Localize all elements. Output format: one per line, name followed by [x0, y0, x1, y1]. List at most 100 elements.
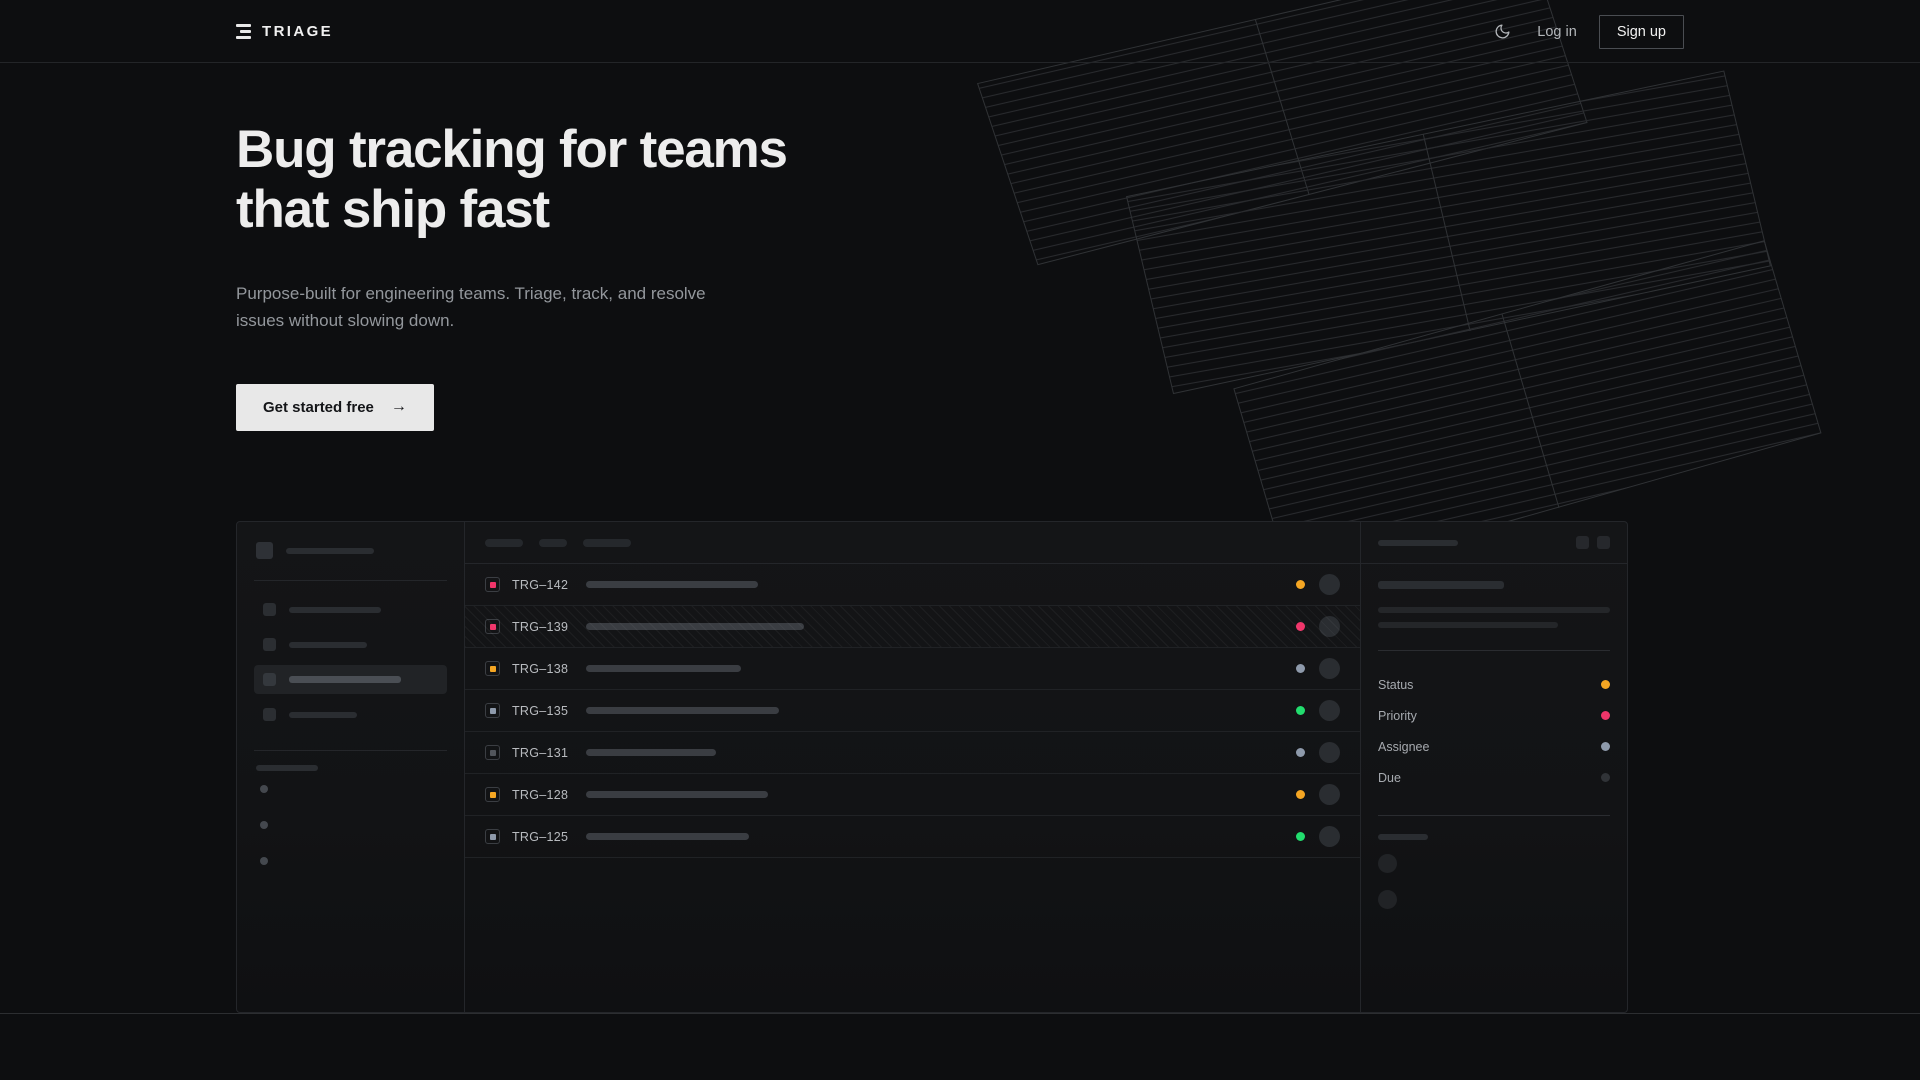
meta-row-due[interactable]: Due — [1378, 762, 1610, 793]
sidebar-mini-dot-icon — [260, 857, 268, 865]
meta-label: Priority — [1378, 708, 1417, 723]
issue-title-placeholder — [586, 665, 741, 672]
detail-divider — [1378, 650, 1610, 651]
status-dot-icon[interactable] — [1296, 622, 1305, 631]
activity-avatar-0[interactable] — [1378, 854, 1397, 873]
issue-id: TRG–125 — [512, 829, 569, 844]
table-row[interactable]: TRG–128 — [465, 774, 1360, 816]
sidebar-mini-list — [256, 771, 447, 879]
sidebar-divider-bottom — [254, 750, 447, 751]
issue-title-placeholder — [586, 791, 768, 798]
issue-title-placeholder — [586, 623, 804, 630]
row-meta — [1280, 742, 1340, 763]
description-line-0 — [1378, 607, 1610, 613]
sidebar-mini-item-0[interactable] — [256, 771, 447, 807]
issue-title-placeholder — [586, 581, 758, 588]
priority-icon — [485, 745, 500, 760]
priority-icon — [485, 577, 500, 592]
sidebar-workspace[interactable] — [254, 539, 447, 559]
workspace-avatar — [256, 542, 273, 559]
sidebar-item-label-placeholder — [289, 676, 401, 683]
issue-id: TRG–142 — [512, 577, 569, 592]
meta-value-dot-icon — [1601, 742, 1610, 751]
activity-section-label — [1378, 834, 1428, 840]
status-dot-icon[interactable] — [1296, 790, 1305, 799]
table-row[interactable]: TRG–138 — [465, 648, 1360, 690]
headline-line-2: that ship fast — [236, 180, 550, 240]
table-row[interactable]: TRG–131 — [465, 732, 1360, 774]
issue-title-placeholder — [586, 749, 716, 756]
list-toolbar-chip-0[interactable] — [485, 538, 523, 547]
sidebar-item-3[interactable] — [254, 700, 447, 729]
row-meta — [1280, 784, 1340, 805]
sidebar-mini-item-2[interactable] — [256, 843, 447, 879]
priority-icon — [485, 619, 500, 634]
list-toolbar-chip-1[interactable] — [539, 538, 567, 547]
detail-activity-divider — [1378, 815, 1610, 816]
status-dot-icon[interactable] — [1296, 832, 1305, 841]
login-link[interactable]: Log in — [1537, 23, 1577, 40]
table-row[interactable]: TRG–125 — [465, 816, 1360, 858]
activity-avatar-1[interactable] — [1378, 890, 1397, 909]
sidebar-item-0[interactable] — [254, 595, 447, 624]
sidebar-mini-item-1[interactable] — [256, 807, 447, 843]
issue-id: TRG–138 — [512, 661, 569, 676]
row-meta — [1280, 826, 1340, 847]
sidebar-divider-top — [254, 580, 447, 581]
table-row[interactable]: TRG–142 — [465, 564, 1360, 606]
row-meta — [1280, 616, 1340, 637]
meta-value-dot-icon — [1601, 680, 1610, 689]
status-dot-icon[interactable] — [1296, 748, 1305, 757]
priority-icon — [485, 661, 500, 676]
avatar[interactable] — [1319, 784, 1340, 805]
issue-list-toolbar — [465, 522, 1360, 564]
sidebar-item-1[interactable] — [254, 630, 447, 659]
headline-line-1: Bug tracking for teams — [236, 120, 788, 179]
avatar[interactable] — [1319, 826, 1340, 847]
brand-name: TRIAGE — [262, 23, 334, 40]
get-started-button[interactable]: Get started free → — [236, 383, 434, 431]
moon-icon[interactable] — [1489, 19, 1515, 45]
priority-icon — [485, 703, 500, 718]
meta-row-priority[interactable]: Priority — [1378, 700, 1610, 731]
issue-id: TRG–131 — [512, 745, 569, 760]
meta-label: Status — [1378, 677, 1414, 692]
sidebar-item-label-placeholder — [289, 711, 357, 718]
avatar[interactable] — [1319, 574, 1340, 595]
table-row[interactable]: TRG–135 — [465, 690, 1360, 732]
sidebar-item-2[interactable] — [254, 665, 447, 694]
avatar[interactable] — [1319, 658, 1340, 679]
detail-action-button-1[interactable] — [1597, 536, 1610, 549]
list-toolbar-chip-2[interactable] — [583, 538, 631, 547]
sidebar-mini-dot-icon — [260, 821, 268, 829]
priority-icon — [485, 829, 500, 844]
sidebar-section — [254, 765, 447, 879]
detail-action-button-0[interactable] — [1576, 536, 1589, 549]
workspace-name-placeholder — [286, 547, 374, 554]
status-dot-icon[interactable] — [1296, 706, 1305, 715]
issue-title-placeholder — [586, 707, 779, 714]
meta-row-status[interactable]: Status — [1378, 669, 1610, 700]
status-dot-icon[interactable] — [1296, 580, 1305, 589]
table-row[interactable]: TRG–139 — [465, 606, 1360, 648]
sidebar-item-icon — [263, 673, 276, 686]
issue-title-placeholder — [586, 833, 749, 840]
sidebar-item-icon — [263, 708, 276, 721]
hero-headline: Bug tracking for teams that ship fast — [236, 120, 788, 241]
status-dot-icon[interactable] — [1296, 664, 1305, 673]
row-meta — [1280, 700, 1340, 721]
meta-row-assignee[interactable]: Assignee — [1378, 731, 1610, 762]
avatar[interactable] — [1319, 616, 1340, 637]
sidebar-section-label — [256, 765, 318, 771]
detail-description-placeholder — [1378, 607, 1610, 628]
signup-button[interactable]: Sign up — [1598, 14, 1684, 49]
avatar[interactable] — [1319, 742, 1340, 763]
hero-section: Bug tracking for teams that ship fast Pu… — [236, 120, 788, 431]
brand-logo[interactable]: TRIAGE — [236, 0, 333, 63]
issue-id: TRG–139 — [512, 619, 569, 634]
avatar[interactable] — [1319, 700, 1340, 721]
